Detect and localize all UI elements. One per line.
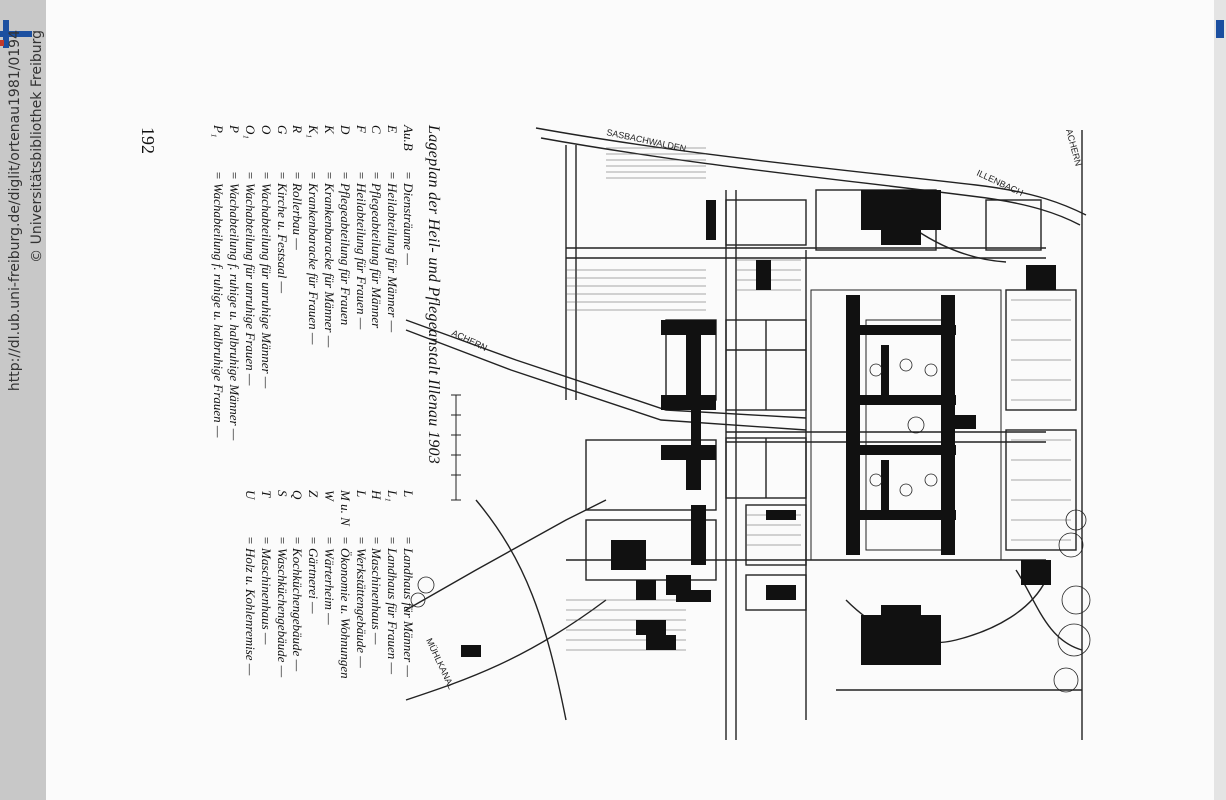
source-url[interactable]: http://dl.ub.uni-freiburg.de/diglit/orte… bbox=[7, 30, 23, 392]
viewer-right-margin bbox=[1214, 0, 1226, 800]
canal-label: MÜHLKANAL bbox=[424, 637, 456, 691]
road-label-illenbach: ILLENBACH bbox=[975, 168, 1025, 198]
viewer-left-margin: http://dl.ub.uni-freiburg.de/diglit/orte… bbox=[0, 0, 46, 800]
vertical-credit: http://dl.ub.uni-freiburg.de/diglit/orte… bbox=[4, 0, 48, 800]
scanned-page: 192 Lageplan der Heil- und Pflegeanstalt… bbox=[46, 0, 1214, 800]
road-label-sasbachwalden: SASBACHWALDEN bbox=[606, 127, 687, 154]
copyright-notice: © Universitätsbibliothek Freiburg bbox=[29, 30, 45, 263]
next-page-icon[interactable] bbox=[1216, 20, 1224, 38]
road-label-achern-2: ACHERN bbox=[1064, 128, 1083, 167]
site-plan-map: SASBACHWALDEN ILLENBACH ACHERN MÜHLKANAL… bbox=[405, 127, 1091, 740]
navigation-flag-icon[interactable] bbox=[0, 20, 32, 48]
